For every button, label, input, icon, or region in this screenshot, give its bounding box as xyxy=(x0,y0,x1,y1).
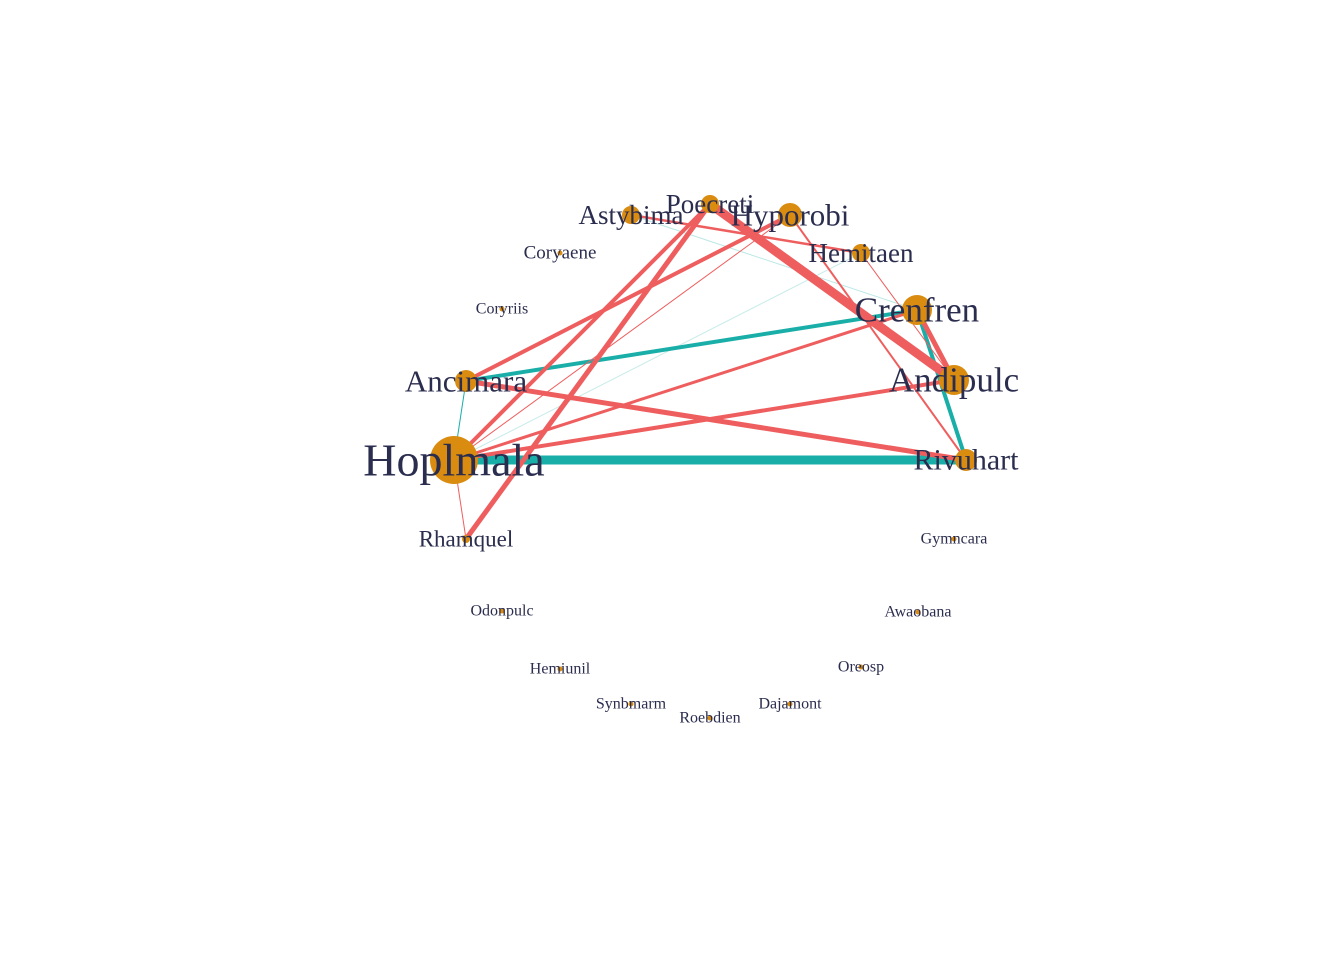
node-coryaene xyxy=(557,250,563,256)
nodes-layer xyxy=(430,195,977,721)
edge-hoplmala-crenfren xyxy=(452,308,919,462)
node-label-crenfren: Crenfren xyxy=(855,291,979,330)
node-gymncara xyxy=(951,536,957,542)
node-hoplmala xyxy=(430,436,478,484)
node-label-poecreti: Poecreti xyxy=(666,189,754,219)
node-label-synbmarm: Synbmarm xyxy=(596,696,667,713)
edge-astybima-crenfren xyxy=(630,214,918,311)
node-label-andipulc: Andipulc xyxy=(889,361,1019,400)
node-hyporobi xyxy=(778,203,802,227)
node-label-coryriis: Coryriis xyxy=(476,301,528,318)
node-label-gymncara: Gymncara xyxy=(921,531,988,548)
node-label-astybima: Astybima xyxy=(579,200,684,230)
edge-ancimara-rivuhart xyxy=(463,378,969,463)
edge-hoplmala-poecreti xyxy=(452,202,712,462)
node-label-rivuhart: Rivuhart xyxy=(914,444,1020,477)
node-label-dajamont: Dajamont xyxy=(758,696,822,713)
node-label-oreosp: Oreosp xyxy=(838,659,884,676)
node-hemiunil xyxy=(557,666,563,672)
node-andipulc xyxy=(939,365,969,395)
node-label-hyporobi: Hyporobi xyxy=(731,198,850,233)
edge-rhamquel-poecreti xyxy=(463,201,713,542)
edge-hyporobi-rivuhart xyxy=(789,214,967,461)
node-label-coryaene: Coryaene xyxy=(524,243,597,264)
node-label-ancimara: Ancimara xyxy=(405,364,527,399)
node-dajamont xyxy=(787,701,793,707)
edge-hoplmala-hemitaen xyxy=(453,252,862,461)
node-astybima xyxy=(622,206,640,224)
node-coryriis xyxy=(499,306,505,312)
node-label-rhamquel: Rhamquel xyxy=(419,527,514,552)
edge-ancimara-crenfren xyxy=(464,308,919,383)
node-hemitaen xyxy=(852,244,870,262)
node-crenfren xyxy=(902,295,932,325)
node-label-hemitaen: Hemitaen xyxy=(809,238,914,268)
node-synbmarm xyxy=(628,701,634,707)
node-odonpulc xyxy=(499,608,505,614)
node-label-hoplmala: Hoplmala xyxy=(363,435,544,486)
node-ancimara xyxy=(455,370,477,392)
node-roebdien xyxy=(707,715,713,721)
edge-hoplmala-hyporobi xyxy=(453,214,791,461)
node-poecreti xyxy=(701,195,719,213)
node-rivuhart xyxy=(955,449,977,471)
node-label-roebdien: Roebdien xyxy=(679,710,740,727)
edge-hoplmala-andipulc xyxy=(452,378,956,462)
node-label-odonpulc: Odonpulc xyxy=(470,603,533,620)
node-label-awaobana: Awaobana xyxy=(885,604,952,621)
edges-layer xyxy=(449,199,971,542)
node-label-hemiunil: Hemiunil xyxy=(530,661,591,678)
edge-astybima-hemitaen xyxy=(629,213,863,255)
node-oreosp xyxy=(858,664,864,670)
edge-ancimara-hyporobi xyxy=(464,213,792,383)
node-awaobana xyxy=(915,609,921,615)
node-rhamquel xyxy=(462,535,470,543)
